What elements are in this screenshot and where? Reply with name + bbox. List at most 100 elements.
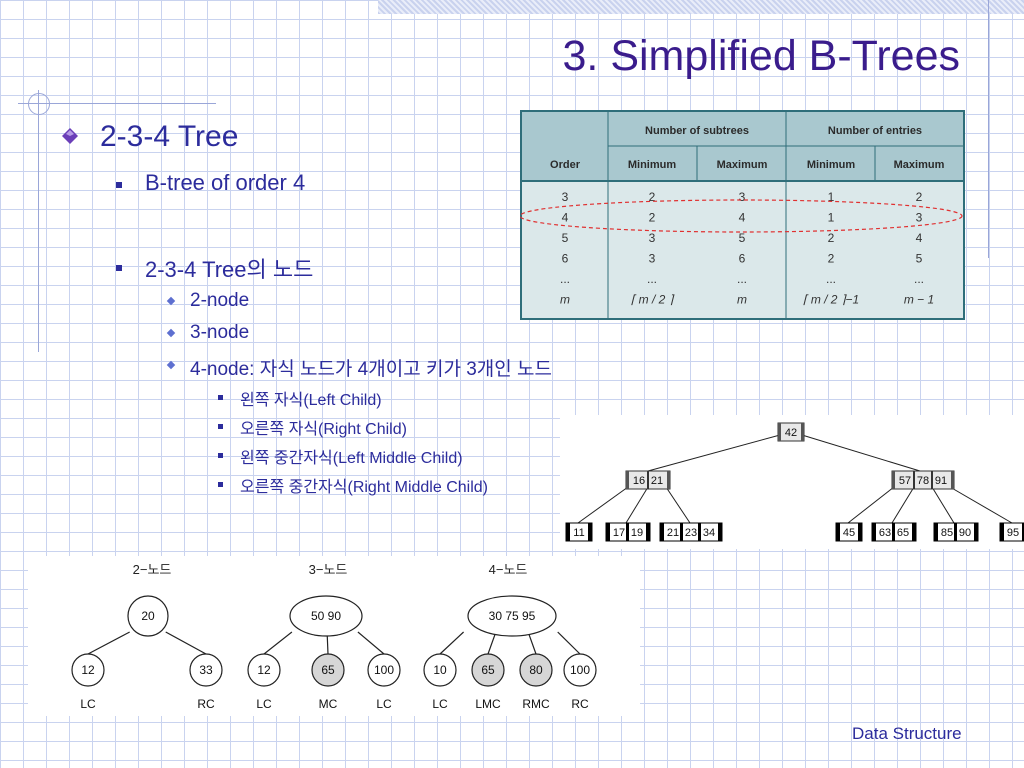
tree-key: 63 [879,527,891,539]
tree-key: 65 [897,527,909,539]
tree-pointer-slot [667,471,670,489]
table-cell: m [737,293,747,307]
table-cell: 3 [649,231,656,245]
tree-edge [891,486,915,524]
node-edge [357,631,385,655]
tree-key: 85 [941,527,953,539]
table-col-header: Maximum [894,159,945,171]
decor-circle [28,93,50,115]
child-role-label: LC [432,697,448,711]
node-edge [165,631,207,655]
table-group-header: Number of subtrees [645,125,749,137]
child-role-label: MC [319,697,338,711]
bullet-4-node: 4-node: 자식 노드가 4개이고 키가 3개인 노드 [190,359,552,380]
diamond-bullet-icon [62,128,78,144]
tree-pointer-slot [951,471,954,489]
bullet-right-middle-child: 오른쪽 중간자식(Right Middle Child) [240,479,488,496]
bullet-left-child: 왼쪽 자식(Left Child) [240,392,382,409]
tree-pointer-slot [836,523,840,541]
slide-title: 3. Simplified B-Trees [562,32,960,80]
child-role-label: RC [571,697,589,711]
node-edge [527,631,537,655]
table-cell: m − 1 [904,293,934,307]
child-node-key: 100 [374,663,394,677]
tree-pointer-slot [974,523,978,541]
tree-key: 21 [667,527,679,539]
child-role-label: LMC [475,697,501,711]
decor-vertical-line-left [38,90,39,352]
child-node-key: 80 [529,663,543,677]
order-table-figure: Number of subtrees Number of entries Ord… [520,110,965,320]
child-node [189,653,223,687]
table-cell: 3 [739,190,746,204]
tree-pointer-slot [588,523,592,541]
tree-edge [625,486,649,524]
top-pattern-band [378,0,1024,14]
table-cell: ... [914,272,924,286]
square-bullet-icon [218,453,223,458]
decor-vertical-line-right [988,0,989,258]
table-col-header: Order [550,159,581,171]
tree-key: 19 [631,527,643,539]
tree-key: 45 [843,527,855,539]
tree-key-divider [680,523,683,541]
tree-edge [949,486,1013,524]
tree-key: 11 [573,527,584,539]
tree-pointer-slot [1022,523,1024,541]
bullet-node-types: 2-3-4 Tree의 노드 [145,257,314,282]
child-node-key: 10 [433,663,447,677]
child-node [71,653,105,687]
child-role-label: LC [80,697,96,711]
table-cell: ... [647,272,657,286]
table-col-header: Minimum [628,159,676,171]
tree-pointer-slot [566,523,570,541]
tree-pointer-slot [1000,523,1004,541]
table-cell: 5 [739,231,746,245]
node-type-label: 3−노드 [309,562,348,577]
node-edge [557,631,581,655]
table-cell: 3 [649,252,656,266]
tree-edge [577,486,629,524]
table-col-header: Minimum [807,159,855,171]
square-bullet-icon [116,182,122,188]
node-edge [263,631,293,655]
parent-node [289,595,363,637]
tree-key: 17 [613,527,625,539]
child-role-label: LC [376,697,392,711]
parent-node-keys: 30 75 95 [489,609,536,623]
bullet-b-tree-order: B-tree of order 4 [145,170,306,195]
square-bullet-icon [218,482,223,487]
diamond-small-bullet-icon [166,360,176,370]
tree-pointer-slot [934,523,938,541]
tree-pointer-slot [660,523,664,541]
table-cell: 6 [739,252,746,266]
child-node-key: 65 [481,663,495,677]
diamond-small-bullet-icon [166,296,176,306]
table-cell: 2 [916,190,923,204]
highlight-ellipse [520,199,963,233]
tree-pointer-slot [892,471,895,489]
bullet-2-node: 2-node [190,290,250,311]
bullet-right-child: 오른쪽 자식(Right Child) [240,421,407,438]
tree-pointer-slot [718,523,722,541]
parent-node-keys: 20 [141,609,155,623]
tree-edge [801,434,921,472]
table-cell: 2 [649,211,656,225]
table-cell: 4 [916,231,923,245]
table-cell: ⌈ m / 2 ⌉ [631,293,675,307]
bullet-3-node: 3-node [190,322,250,343]
tree-key: 23 [685,527,697,539]
tree-key: 90 [959,527,971,539]
table-cell: 2 [828,252,835,266]
table-group-header: Number of entries [828,125,922,137]
footer-label: Data Structure [852,724,962,743]
bullet-2-3-4-tree: 2-3-4 Tree [100,120,239,153]
parent-node [467,595,557,637]
node-edge [487,631,497,655]
table-cell: 3 [562,190,569,204]
table-cell: 2 [828,231,835,245]
child-node-key: 12 [81,663,95,677]
table-cell: 6 [562,252,569,266]
